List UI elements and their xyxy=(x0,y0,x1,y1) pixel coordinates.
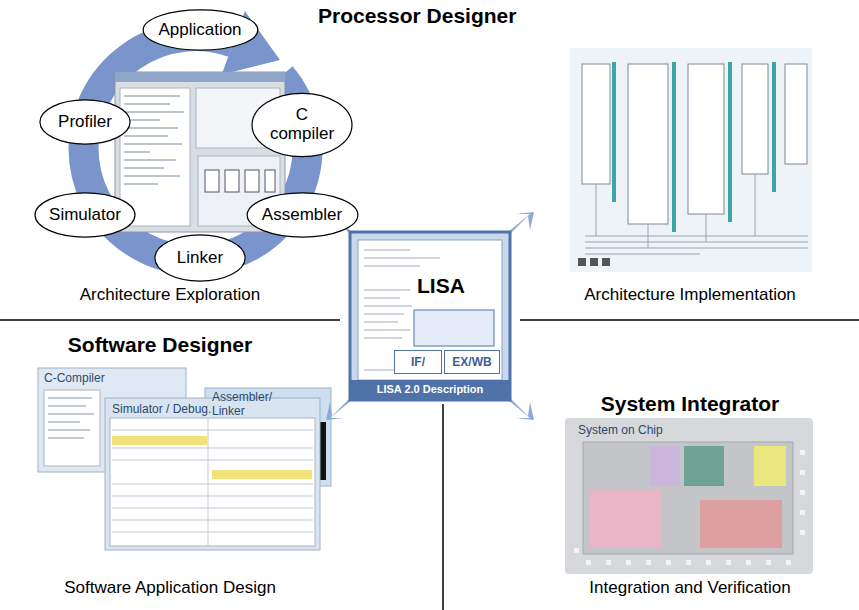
tool-name: Application xyxy=(158,21,241,40)
tool-ellipse: C compiler xyxy=(251,92,353,158)
lisa-frame xyxy=(350,232,510,400)
tool-name: Simulator xyxy=(49,206,121,225)
tool-ellipse: Simulator xyxy=(34,192,136,238)
tool-name: Assembler xyxy=(262,206,342,225)
lisa-caption: LISA 2.0 Description xyxy=(350,383,510,395)
window-title: Simulator / Debug. xyxy=(112,403,211,417)
tool-ellipse: Application xyxy=(142,9,259,51)
role-heading: System Integrator xyxy=(601,392,780,416)
divider-line xyxy=(442,404,444,610)
quadrant-caption: Architecture Exploration xyxy=(80,285,260,305)
divider-line xyxy=(0,319,340,321)
role-heading: Processor Designer xyxy=(318,4,516,28)
tool-ellipse: Linker xyxy=(154,234,246,282)
tool-name: C compiler xyxy=(266,106,338,143)
window-title: Assembler/ Linker xyxy=(212,391,292,419)
tool-name: Profiler xyxy=(58,113,112,132)
quadrant-caption: Software Application Design xyxy=(64,578,276,598)
quadrant-caption: Architecture Implementation xyxy=(584,285,796,305)
divider-line xyxy=(520,319,859,321)
pipeline-stage-box: EX/WB xyxy=(444,350,500,374)
tool-ellipse: Assembler xyxy=(246,192,359,238)
stage-name: IF/ xyxy=(411,355,425,369)
lisa-title: LISA xyxy=(414,274,468,298)
lisa-corner-arrows xyxy=(326,212,534,420)
role-heading: Software Designer xyxy=(68,333,252,357)
window-title: C-Compiler xyxy=(44,372,105,386)
stage-name: EX/WB xyxy=(452,355,491,369)
chip-image xyxy=(565,418,813,574)
window-title: System on Chip xyxy=(578,424,663,438)
tool-ellipse: Profiler xyxy=(39,99,131,145)
pipeline-stage-box: IF/ xyxy=(394,350,442,374)
quadrant-caption: Integration and Verification xyxy=(589,578,790,598)
lisa-description-box: LISA LISA 2.0 Description IF/EX/WB xyxy=(350,232,510,400)
simulator-window xyxy=(105,398,320,550)
tool-name: Linker xyxy=(177,249,223,268)
schematic-image xyxy=(570,48,812,272)
